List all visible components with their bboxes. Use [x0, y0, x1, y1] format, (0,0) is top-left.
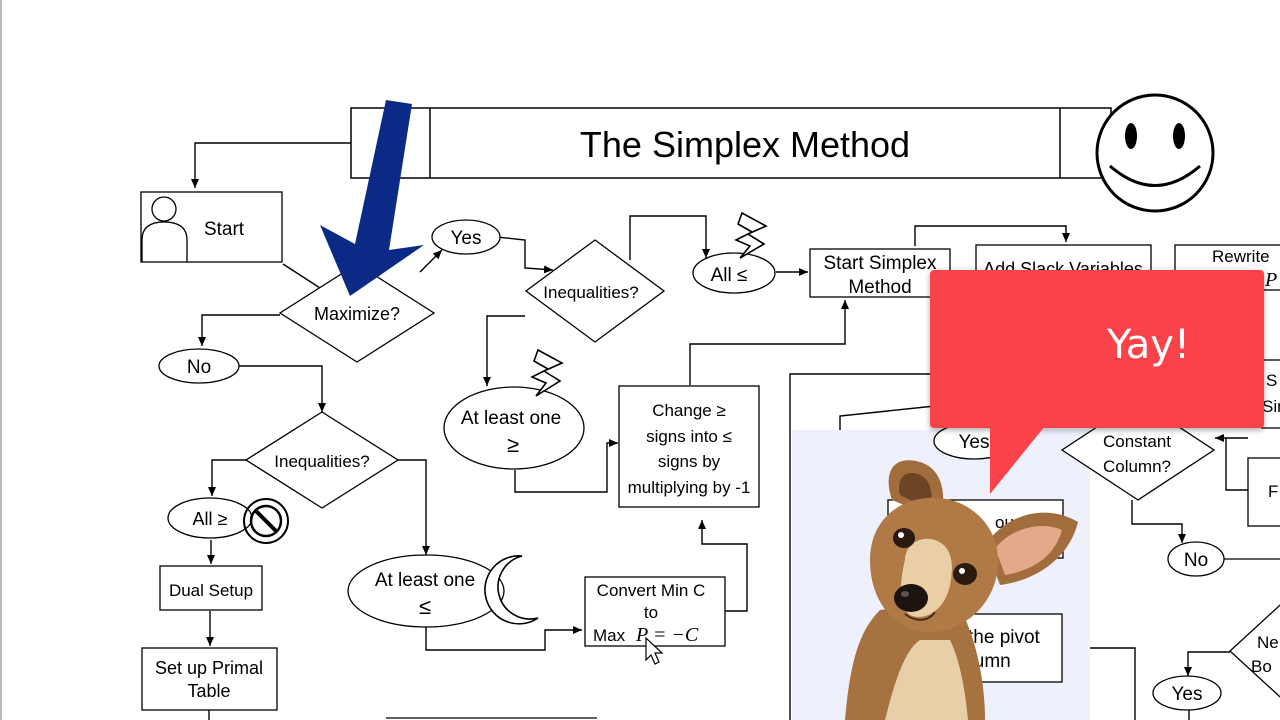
yes-mid-label: Yes — [959, 432, 990, 453]
change-line4: multiplying by -1 — [628, 478, 751, 497]
rewrite-math: P — [1264, 269, 1277, 291]
all-ge-node[interactable]: All ≥ — [167, 497, 253, 539]
lightning-icon — [530, 348, 564, 397]
change-line2: signs into ≤ — [646, 427, 732, 446]
speech-bubble-text: Yay! — [1106, 322, 1190, 368]
dual-setup-node[interactable]: Dual Setup — [159, 565, 263, 611]
start-node[interactable]: Start — [140, 191, 283, 263]
dual-setup-label: Dual Setup — [169, 581, 253, 600]
ge-symbol: ≥ — [507, 432, 519, 457]
primal-line1: Set up Primal — [155, 658, 263, 678]
maximize-decision[interactable]: Maximize? — [278, 263, 436, 363]
person-icon — [141, 196, 188, 262]
convert-line2: to — [644, 603, 658, 622]
right-partial-decision[interactable]: Ne Bo — [1229, 596, 1280, 706]
blue-arrow-icon — [320, 100, 424, 296]
right-partial-label: F — [1268, 482, 1278, 501]
no-left-node[interactable]: No — [158, 348, 240, 384]
prohibited-icon — [243, 498, 289, 544]
at-least-one-ge-label: At least one — [461, 408, 561, 429]
constant-line1: Constant — [1103, 432, 1171, 451]
start-simplex-line1: Start Simplex — [824, 253, 937, 274]
maximize-label: Maximize? — [314, 304, 400, 324]
inequalities-left-label: Inequalities? — [274, 452, 369, 471]
no-right-node[interactable]: No — [1167, 541, 1225, 577]
title-banner: The Simplex Method — [350, 107, 1112, 179]
convert-line1: Convert Min C — [597, 581, 706, 600]
change-line3: signs by — [658, 452, 721, 471]
cursor-icon — [645, 636, 664, 665]
all-ge-label: All ≥ — [193, 509, 228, 529]
page-title: The Simplex Method — [580, 124, 910, 165]
partial-s-label: S — [1266, 371, 1277, 390]
yes-top-label: Yes — [451, 228, 482, 249]
pivot-line1: the pivot — [968, 627, 1041, 648]
inequalities-left-decision[interactable]: Inequalities? — [244, 411, 400, 509]
change-signs-node[interactable]: Change ≥ signs into ≤ signs by multiplyi… — [618, 385, 760, 508]
smiley-icon — [1095, 93, 1215, 213]
no-left-label: No — [187, 357, 211, 378]
yes-right-node[interactable]: Yes — [1152, 675, 1222, 711]
at-least-one-ge-node[interactable]: At least one ≥ — [443, 386, 585, 470]
partial-ne-label: Ne — [1257, 633, 1279, 652]
primal-table-node[interactable]: Set up Primal Table — [141, 647, 278, 711]
change-line1: Change ≥ — [652, 401, 726, 420]
partial-sin-label: Sin — [1262, 397, 1280, 416]
right-partial-box[interactable]: F — [1247, 457, 1280, 527]
start-label: Start — [204, 219, 245, 240]
le-symbol: ≤ — [419, 594, 431, 619]
convert-math: P = −C — [635, 624, 699, 646]
speech-bubble-tail — [990, 426, 1045, 494]
convert-line3: Max — [593, 626, 626, 645]
convert-node[interactable]: Convert Min C to Max P = −C — [584, 576, 726, 647]
start-simplex-line2: Method — [848, 277, 911, 298]
all-le-node[interactable]: All ≤ — [692, 252, 776, 294]
dog-photo — [845, 460, 1078, 720]
partial-bo-label: Bo — [1251, 657, 1272, 676]
moon-icon — [484, 555, 539, 625]
all-le-label: All ≤ — [711, 265, 748, 286]
yes-top-node[interactable]: Yes — [431, 219, 501, 255]
at-least-one-le-node[interactable]: At least one ≤ — [347, 554, 505, 628]
rewrite-label: Rewrite — [1212, 247, 1270, 266]
lightning-icon — [734, 211, 768, 259]
start-simplex-node[interactable]: Start Simplex Method — [809, 248, 951, 298]
speech-bubble: Yay! — [930, 270, 1264, 428]
primal-line2: Table — [187, 681, 230, 701]
constant-line2: Column? — [1103, 457, 1171, 476]
no-right-label: No — [1184, 550, 1208, 571]
yes-right-label: Yes — [1172, 684, 1203, 705]
at-least-one-le-label: At least one — [375, 570, 475, 591]
inequalities-top-decision[interactable]: Inequalities? — [524, 239, 666, 343]
inequalities-top-label: Inequalities? — [543, 283, 638, 302]
right-partial-s: S Sin — [1261, 359, 1280, 429]
